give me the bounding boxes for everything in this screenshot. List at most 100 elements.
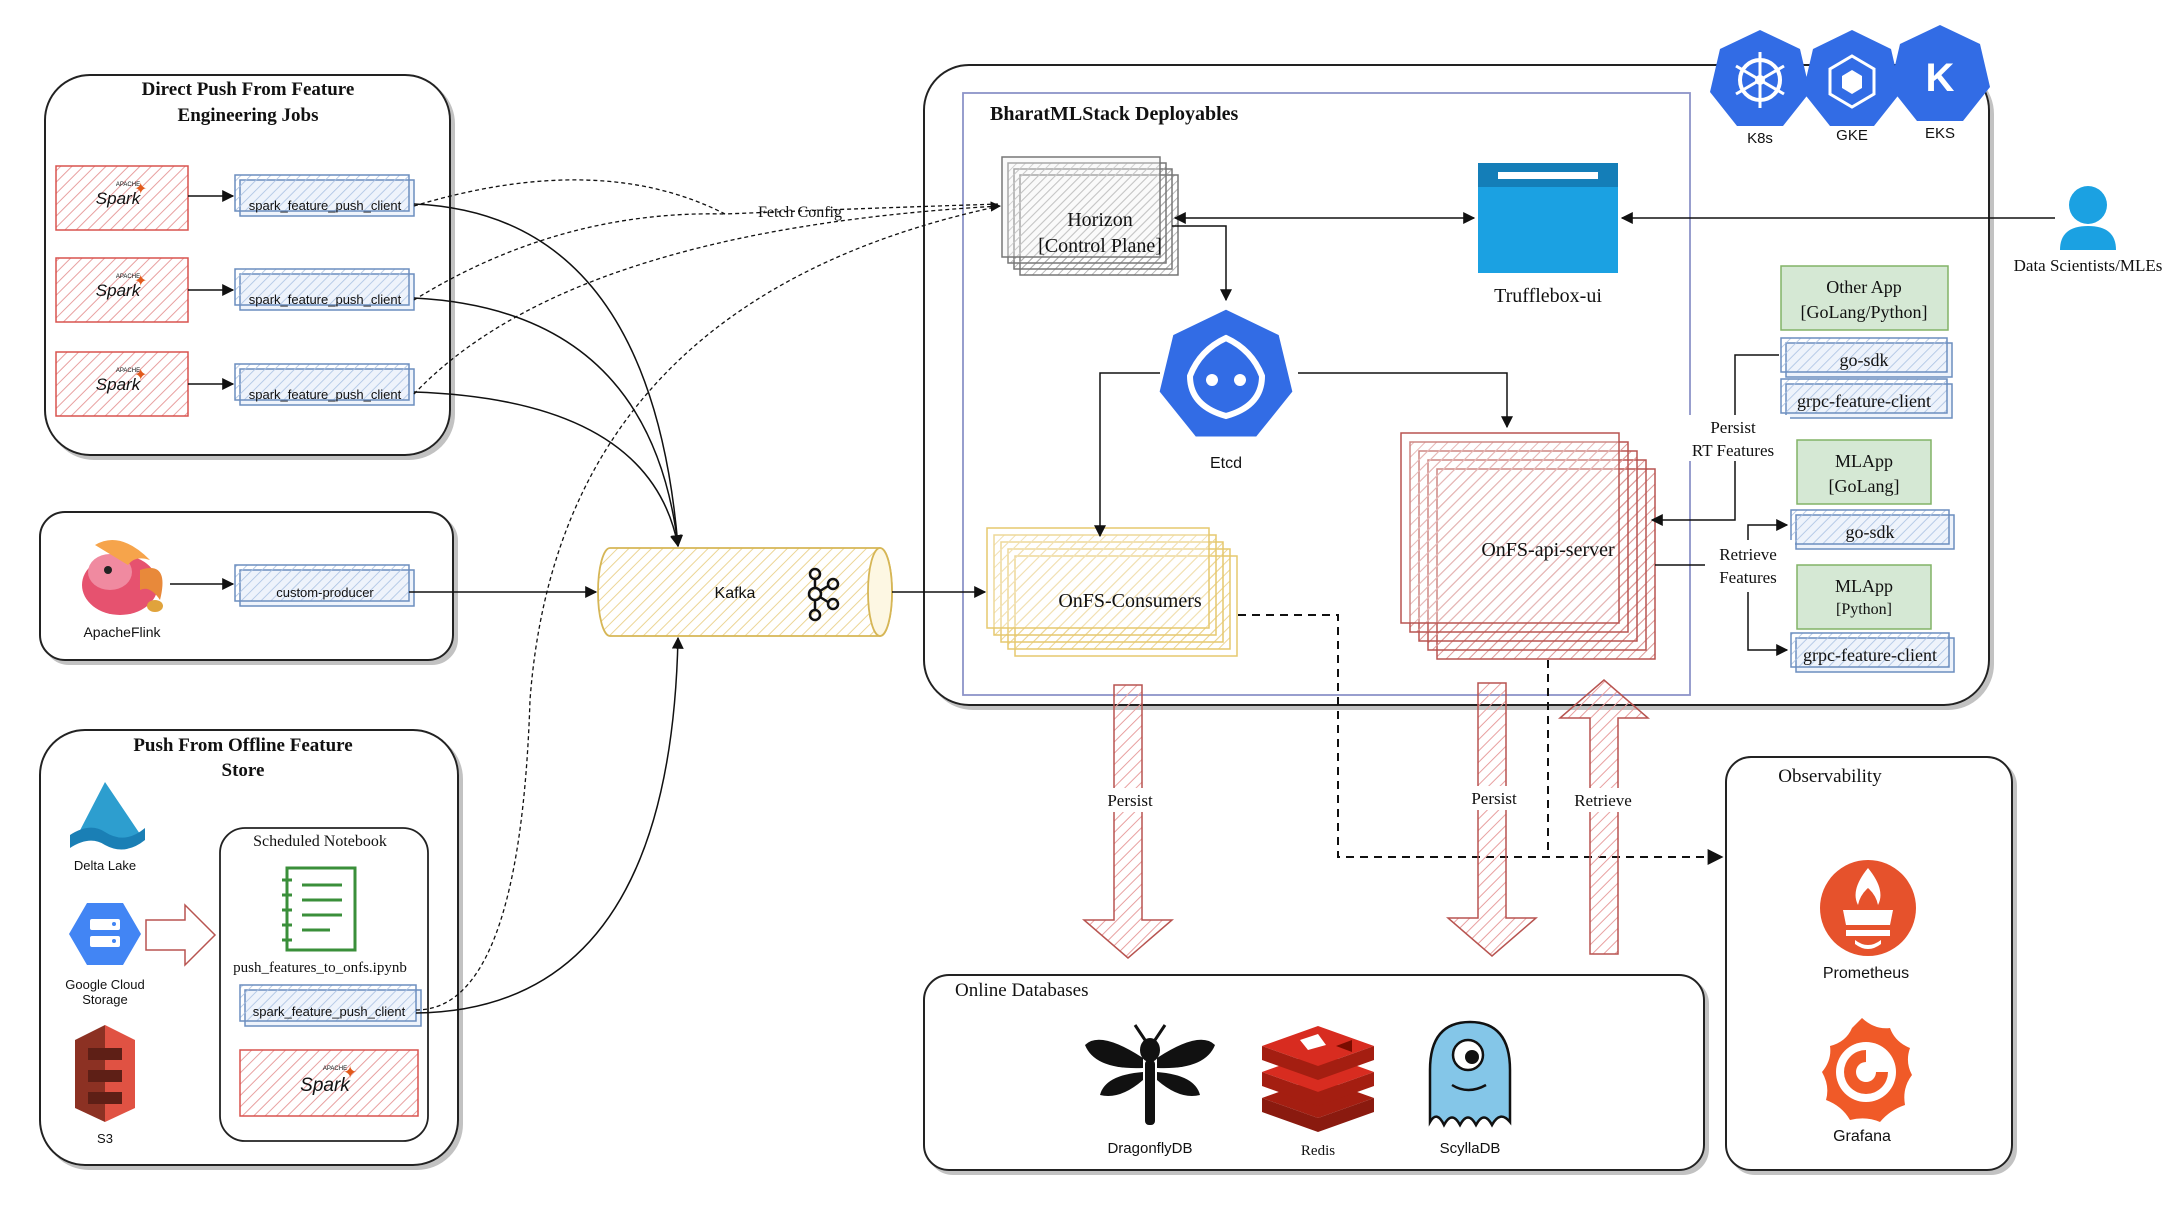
fetch-config-label: Fetch Config — [758, 204, 842, 221]
spark-job-offline: APACHE Spark ✦ — [239, 1049, 419, 1117]
persist-rt-label-2: RT Features — [1692, 441, 1774, 460]
horizon-label-1: Horizon — [1067, 209, 1133, 231]
onfs-consumers-label: OnFS-Consumers — [1058, 590, 1202, 612]
persist-label-api: Persist — [1471, 789, 1517, 808]
mlapp-golang-label-1: MLApp — [1835, 451, 1893, 471]
spark-logo-text-1: Spark — [96, 189, 142, 208]
spark-client-label-offline: spark_feature_push_client — [253, 1004, 406, 1019]
grafana-icon — [1822, 1018, 1912, 1122]
spark-super-1: APACHE — [116, 182, 140, 188]
persist-arrow-consumers — [1081, 684, 1175, 959]
notebook-icon — [282, 866, 357, 952]
notebook-file-label: push_features_to_onfs.ipynb — [233, 960, 407, 976]
group-observability-title: Observability — [1778, 766, 1882, 787]
persist-arrow-api — [1445, 682, 1539, 957]
redis-label: Redis — [1301, 1143, 1335, 1159]
etcd-label: Etcd — [1210, 455, 1242, 472]
apache-flink-label: ApacheFlink — [83, 624, 161, 640]
other-app-label-1: Other App — [1826, 277, 1902, 297]
spark-star-icon: ✦ — [134, 179, 147, 198]
group-observability — [1725, 756, 2013, 1171]
mlapp-golang-label-2: [GoLang] — [1829, 476, 1900, 496]
etcd-icon — [1156, 306, 1296, 440]
scylladb-label: ScyllaDB — [1440, 1140, 1501, 1157]
group-direct-push-title-1: Direct Push From Feature — [142, 79, 355, 100]
s3-bucket-icon — [75, 1025, 135, 1122]
s3-label: S3 — [97, 1131, 113, 1146]
group-direct-push-title-2: Engineering Jobs — [178, 105, 319, 126]
persist-rt-label-1: Persist — [1710, 418, 1756, 437]
kafka-label: Kafka — [715, 585, 756, 602]
delta-lake-icon — [70, 782, 145, 850]
retrieve-features-label-2: Features — [1719, 568, 1777, 587]
other-app-box — [1780, 265, 1949, 331]
spark-job-3: APACHE Spark ✦ — [55, 351, 189, 417]
group-scheduled-notebook-title: Scheduled Notebook — [253, 833, 387, 850]
spark-star-icon: ✦ — [134, 365, 147, 384]
eks-icon: K — [1890, 25, 1990, 121]
custom-producer-label: custom-producer — [276, 585, 374, 600]
user-icon — [2060, 186, 2116, 250]
spark-super-offline: APACHE — [323, 1066, 347, 1072]
trufflebox-label: Trufflebox-ui — [1494, 285, 1602, 307]
trufflebox-ui-icon — [1478, 163, 1618, 273]
mlapp-python-label-1: MLApp — [1835, 576, 1893, 596]
eks-label: EKS — [1925, 125, 1955, 142]
spark-logo-text-offline: Spark — [300, 1075, 351, 1096]
scylladb-icon — [1428, 1020, 1512, 1128]
spark-client-3: spark_feature_push_client — [234, 363, 415, 406]
horizon-control-plane — [1001, 156, 1179, 276]
k8s-label: K8s — [1747, 130, 1773, 147]
other-app-grpc-label: grpc-feature-client — [1797, 391, 1931, 411]
spark-star-icon: ✦ — [343, 1063, 357, 1083]
spark-logo-text-2: Spark — [96, 281, 142, 300]
mlapp-python-label-2: [Python] — [1836, 601, 1892, 618]
svg-text:K: K — [1926, 56, 1955, 100]
gke-icon — [1803, 30, 1901, 126]
other-app-go-sdk: go-sdk — [1780, 337, 1953, 378]
group-deployables-title: BharatMLStack Deployables — [990, 103, 1239, 125]
mlapp-golang-go-sdk-label: go-sdk — [1846, 522, 1895, 542]
spark-super-3: APACHE — [116, 368, 140, 374]
other-app-grpc-client: grpc-feature-client — [1780, 378, 1953, 419]
spark-client-2: spark_feature_push_client — [234, 268, 415, 311]
retrieve-arrow — [1557, 679, 1651, 955]
apache-flink-icon — [82, 540, 163, 615]
spark-client-offline: spark_feature_push_client — [239, 984, 422, 1027]
group-offline-push-title-1: Push From Offline Feature — [133, 735, 352, 756]
mlapp-golang-go-sdk: go-sdk — [1790, 509, 1955, 550]
other-app-label-2: [GoLang/Python] — [1801, 302, 1928, 322]
gcs-label-2: Storage — [82, 992, 128, 1007]
onfs-api-server — [1400, 432, 1656, 660]
horizon-label-2: [Control Plane] — [1038, 235, 1162, 257]
data-scientists-label: Data Scientists/MLEs — [2014, 256, 2163, 275]
k8s-icon — [1710, 30, 1810, 126]
persist-label-consumers: Persist — [1107, 791, 1153, 810]
google-cloud-storage-icon — [69, 903, 141, 965]
gcs-label-1: Google Cloud — [65, 977, 145, 992]
dragonfly-label: DragonflyDB — [1107, 1140, 1192, 1157]
mlapp-python-box — [1796, 564, 1932, 630]
spark-star-icon: ✦ — [134, 271, 147, 290]
mlapp-python-grpc-client: grpc-feature-client — [1790, 632, 1955, 673]
mlapp-golang-box — [1796, 439, 1932, 505]
prometheus-icon — [1820, 860, 1916, 956]
spark-client-1: spark_feature_push_client — [234, 174, 415, 217]
onfs-api-server-label: OnFS-api-server — [1481, 539, 1615, 561]
spark-job-1: APACHE Spark ✦ — [55, 165, 189, 231]
redis-icon — [1262, 1026, 1374, 1132]
kafka-icon — [807, 567, 840, 622]
storage-to-notebook-arrow — [145, 903, 217, 967]
custom-producer: custom-producer — [234, 564, 415, 607]
spark-super-2: APACHE — [116, 274, 140, 280]
spark-logo-text-3: Spark — [96, 375, 142, 394]
retrieve-label: Retrieve — [1574, 791, 1632, 810]
dragonfly-icon — [1085, 1024, 1215, 1125]
gke-label: GKE — [1836, 127, 1868, 144]
spark-client-label-3: spark_feature_push_client — [249, 387, 402, 402]
retrieve-features-label-1: Retrieve — [1719, 545, 1777, 564]
spark-client-label-2: spark_feature_push_client — [249, 292, 402, 307]
group-offline-push-title-2: Store — [222, 760, 265, 781]
group-online-databases-title: Online Databases — [955, 980, 1088, 1001]
